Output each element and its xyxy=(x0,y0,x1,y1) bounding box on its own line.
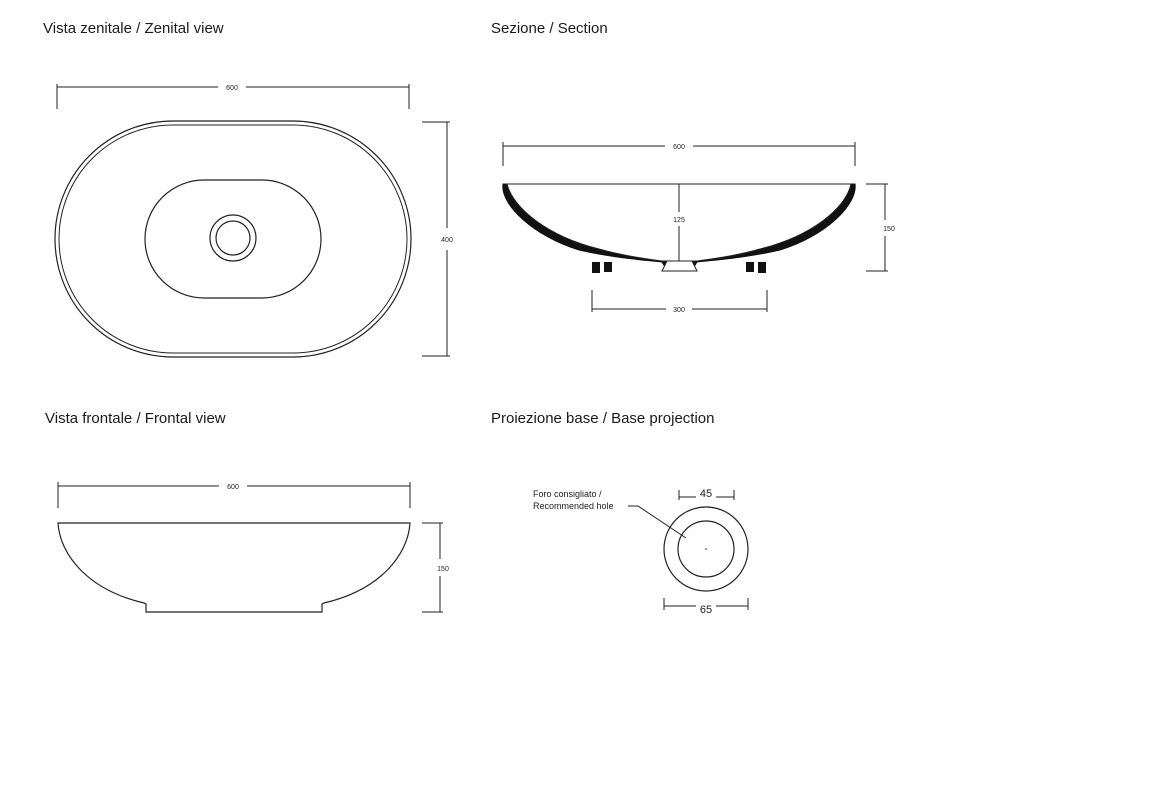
recommended-hole-note-line1: Foro consigliato / xyxy=(533,489,602,499)
zenital-width-dimension xyxy=(56,84,410,109)
drain-inner-ring xyxy=(215,220,251,256)
basin-foot-left-inner xyxy=(604,262,612,272)
section-base-dimension xyxy=(591,290,768,312)
section-base-label: 300 xyxy=(673,307,685,314)
basin-bowl-outline xyxy=(144,179,322,299)
section-inner-depth-label: 125 xyxy=(673,217,685,224)
frontal-height-label: 150 xyxy=(437,566,449,573)
basin-foot-left-outer xyxy=(592,262,600,273)
base-projection-title: Proiezione base / Base projection xyxy=(491,410,715,427)
hole-note-leader xyxy=(628,505,687,539)
base-center-point xyxy=(705,548,707,550)
basin-foot-right-inner xyxy=(746,262,754,272)
zenital-width-label: 600 xyxy=(226,85,238,92)
section-height-label: 150 xyxy=(883,226,895,233)
outer-diameter-label: 65 xyxy=(700,604,712,616)
frontal-width-label: 600 xyxy=(227,484,239,491)
basin-outer-rim xyxy=(54,120,412,358)
basin-foot-right-outer xyxy=(758,262,766,273)
zenital-view-title: Vista zenitale / Zenital view xyxy=(43,20,224,37)
recommended-hole-note-line2: Recommended hole xyxy=(533,501,614,511)
section-width-dimension xyxy=(502,142,856,166)
frontal-height-dimension xyxy=(422,522,443,613)
section-width-label: 600 xyxy=(673,144,685,151)
recommended-hole-circle xyxy=(677,520,735,578)
frontal-width-dimension xyxy=(57,482,411,508)
inner-diameter-dimension xyxy=(678,490,735,500)
section-height-dimension xyxy=(866,183,888,272)
frontal-view-title: Vista frontale / Frontal view xyxy=(45,410,226,427)
inner-diameter-label: 45 xyxy=(700,488,712,500)
basin-inner-rim xyxy=(58,124,408,354)
frontal-basin-outline xyxy=(57,522,411,613)
zenital-depth-dimension xyxy=(422,121,450,357)
section-view-title: Sezione / Section xyxy=(491,20,608,37)
basin-section-cavity xyxy=(506,183,852,262)
frontal-view: 600 150 xyxy=(57,482,449,613)
section-view: 600 125 150 xyxy=(502,142,895,314)
base-projection-view: Foro consigliato / Recommended hole 45 xyxy=(533,488,749,616)
drain-outer-ring xyxy=(209,214,257,262)
base-outer-circle xyxy=(663,506,749,592)
zenital-view: 600 400 xyxy=(54,84,453,358)
outer-diameter-dimension xyxy=(663,598,749,610)
section-drain-throat xyxy=(661,260,698,272)
zenital-depth-label: 400 xyxy=(441,237,453,244)
